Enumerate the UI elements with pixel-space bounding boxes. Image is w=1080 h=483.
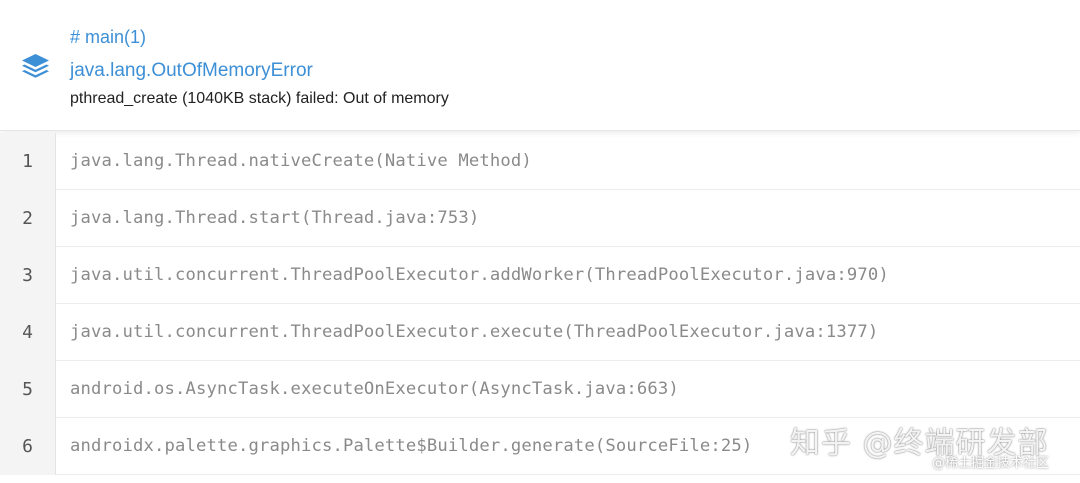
stack-frame-text: androidx.palette.graphics.Palette$Builde… xyxy=(70,436,753,456)
watermark-zhihu: 知乎 @终端研发部 xyxy=(790,426,1049,461)
watermark-juejin: @稀土掘金技术社区 xyxy=(932,456,1050,471)
stack-frame-text: java.lang.Thread.nativeCreate(Native Met… xyxy=(70,151,532,171)
line-number: 6 xyxy=(0,418,56,475)
thread-name-link[interactable]: # main(1) xyxy=(70,27,147,47)
exception-message: pthread_create (1040KB stack) failed: Ou… xyxy=(70,90,449,107)
line-number: 4 xyxy=(0,304,56,361)
stack-frame-row: 1 java.lang.Thread.nativeCreate(Native M… xyxy=(0,133,1080,190)
line-number: 5 xyxy=(0,361,56,418)
line-number: 2 xyxy=(0,190,56,247)
stack-frame-text: android.os.AsyncTask.executeOnExecutor(A… xyxy=(70,379,679,399)
layers-icon xyxy=(22,54,49,78)
stack-frame-text: java.lang.Thread.start(Thread.java:753) xyxy=(70,208,480,228)
line-number: 3 xyxy=(0,247,56,304)
stack-frame-text: java.util.concurrent.ThreadPoolExecutor.… xyxy=(70,322,879,342)
stack-frame-row: 3 java.util.concurrent.ThreadPoolExecuto… xyxy=(0,247,1080,304)
stack-frame-row: 5 android.os.AsyncTask.executeOnExecutor… xyxy=(0,361,1080,418)
stack-frame-row: 2 java.lang.Thread.start(Thread.java:753… xyxy=(0,190,1080,247)
stack-trace: 1 java.lang.Thread.nativeCreate(Native M… xyxy=(0,133,1080,483)
exception-type-link[interactable]: java.lang.OutOfMemoryError xyxy=(70,60,313,81)
line-number: 1 xyxy=(0,133,56,190)
stack-frame-row: 6 androidx.palette.graphics.Palette$Buil… xyxy=(0,418,1080,475)
stack-frame-text: java.util.concurrent.ThreadPoolExecutor.… xyxy=(70,265,889,285)
exception-header: # main(1) java.lang.OutOfMemoryError pth… xyxy=(0,0,1080,131)
stack-frame-row: 4 java.util.concurrent.ThreadPoolExecuto… xyxy=(0,304,1080,361)
